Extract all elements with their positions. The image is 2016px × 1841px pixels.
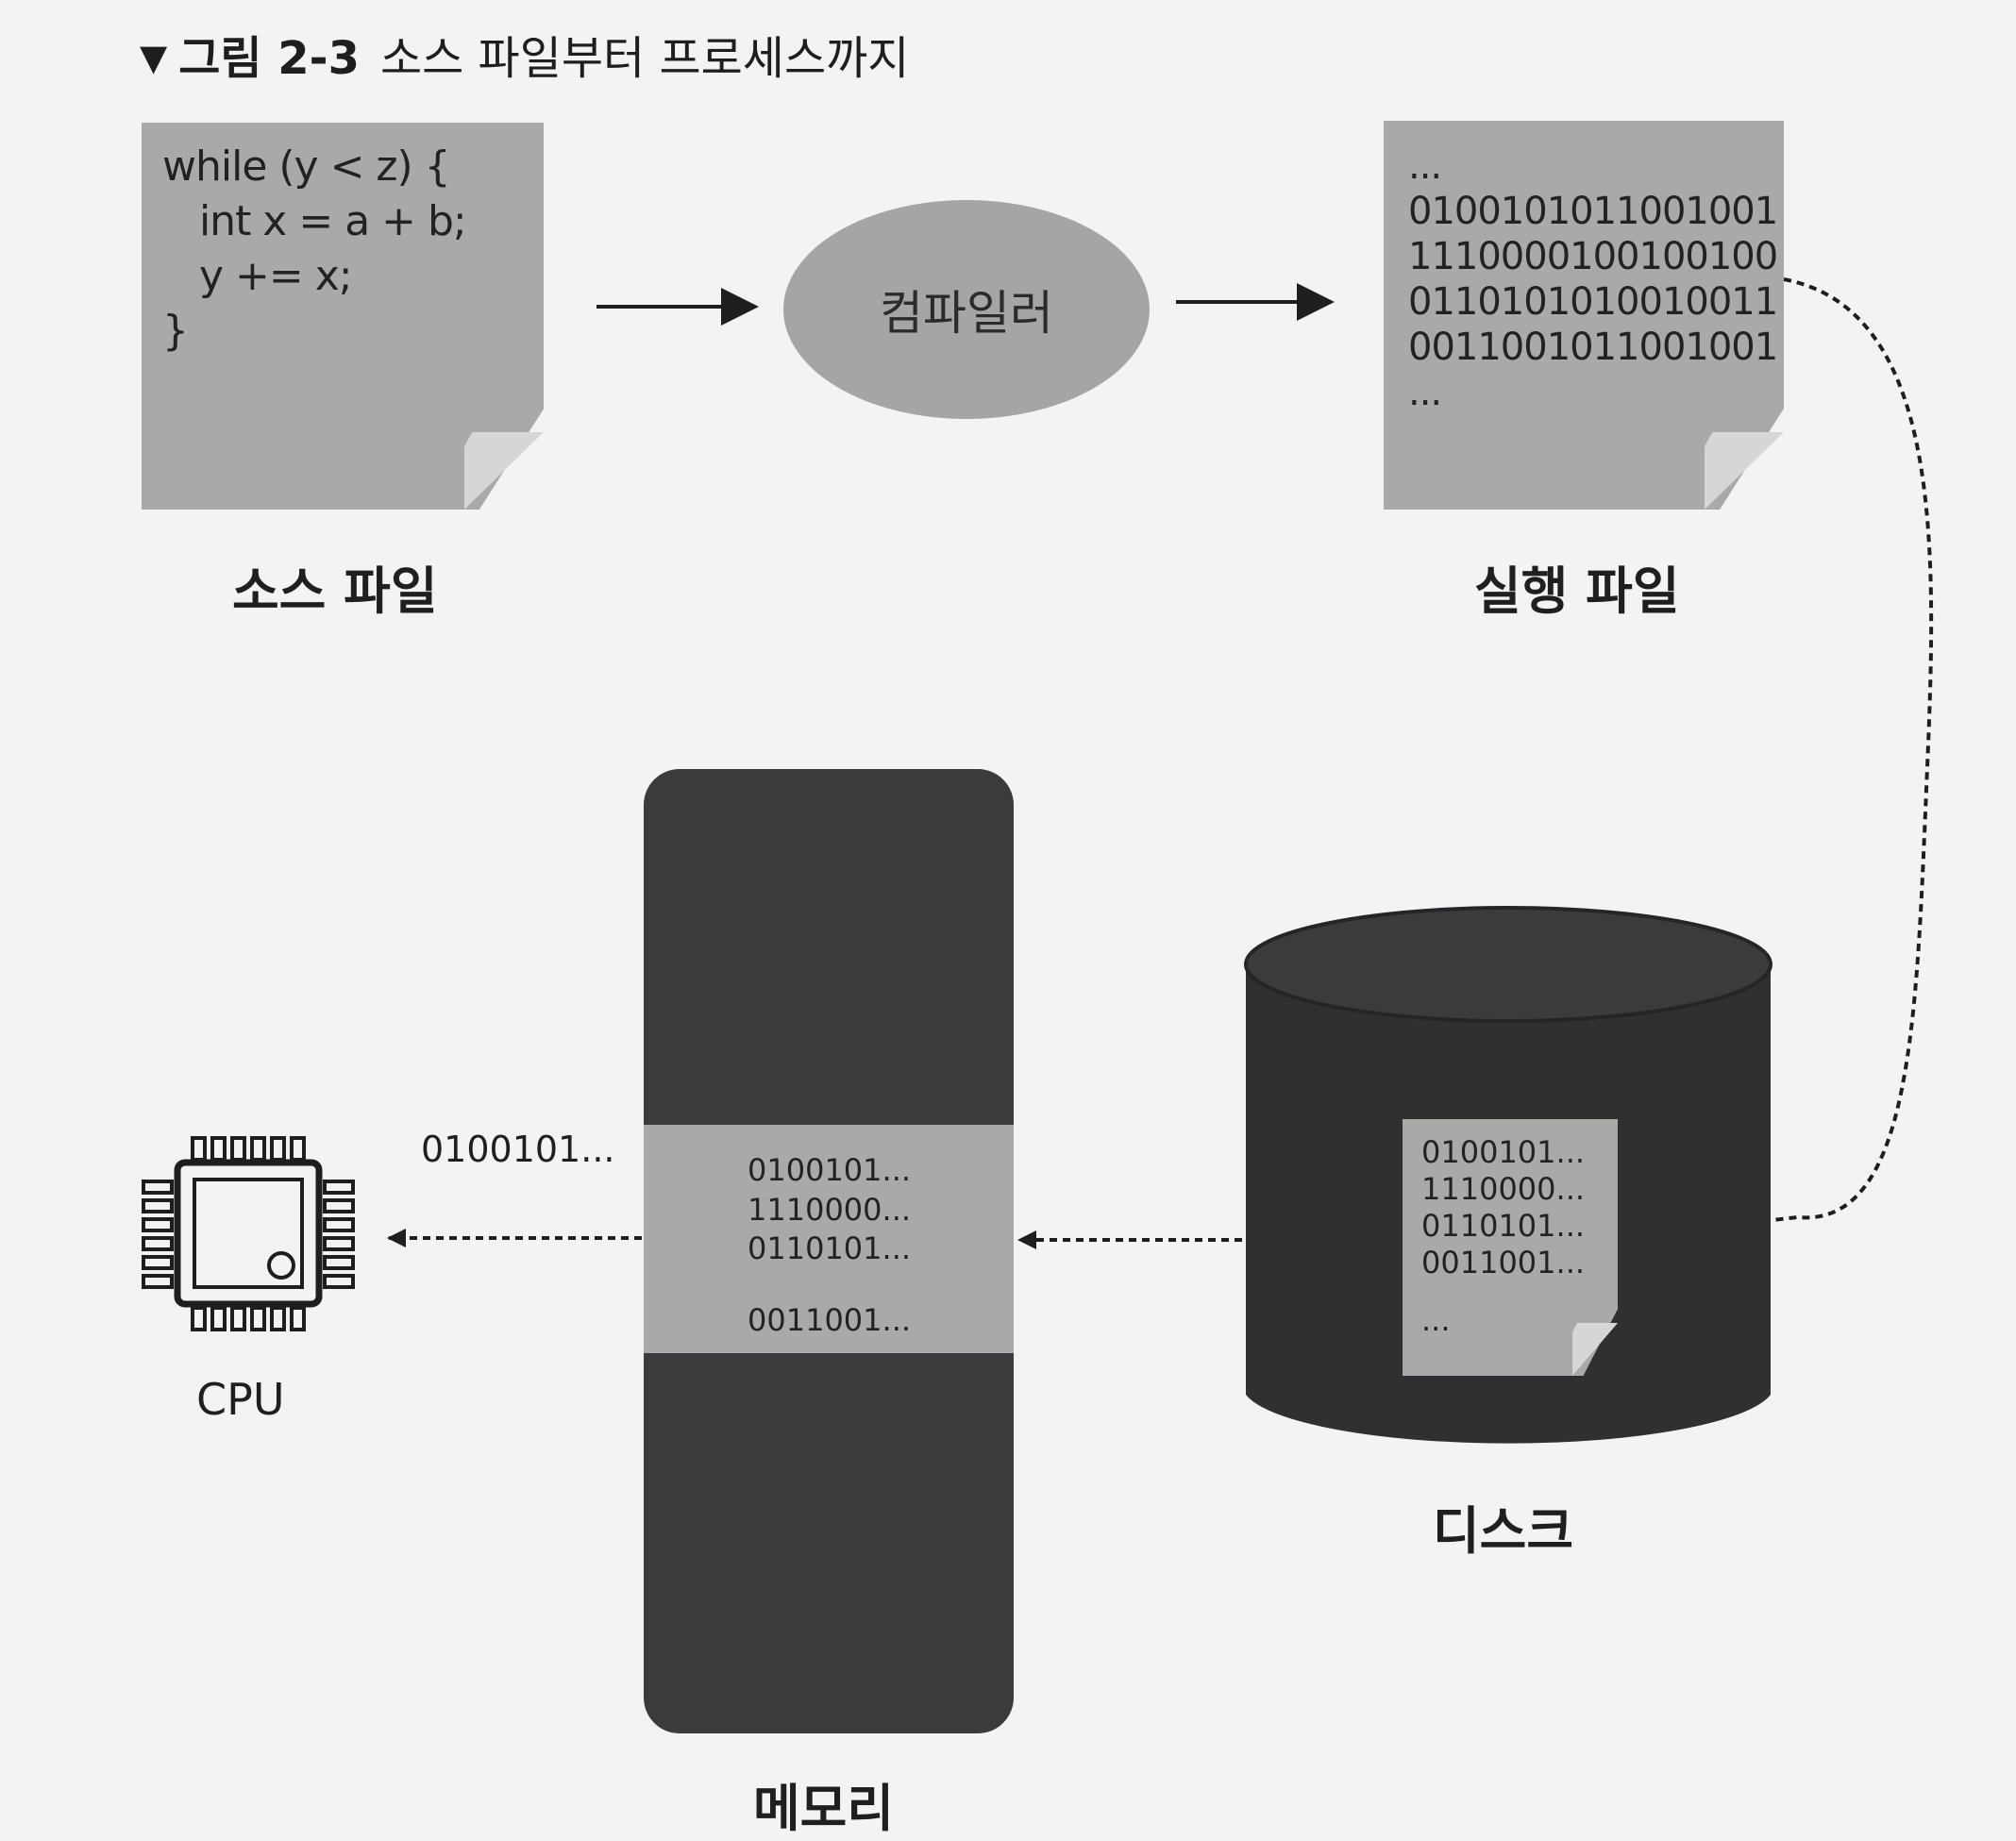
- source-code: while (y < z) { int x = a + b; y += x;}: [162, 140, 467, 359]
- binary-line: 1110000100100100: [1408, 235, 1778, 278]
- binary-line: 1110000...: [748, 1191, 912, 1228]
- compiler-ellipse: 컴파일러: [783, 200, 1150, 419]
- figure-number: 그림 2-3: [178, 32, 360, 85]
- binary-line: 0011001...: [748, 1301, 912, 1338]
- binary-line: 0110101...: [1421, 1208, 1586, 1245]
- binary-line: 0011001011001001: [1408, 326, 1778, 369]
- caption-marker: ▼: [140, 37, 168, 78]
- binary-line: ...: [1408, 371, 1442, 414]
- memory-block: 0100101...1110000...0110101... 0011001...: [644, 769, 1014, 1733]
- binary-line: 1110000...: [1421, 1171, 1586, 1208]
- code-line: y += x;: [162, 252, 353, 301]
- memory-label: 메모리: [753, 1779, 895, 1838]
- figure-caption: ▼그림 2-3 소스 파일부터 프로세스까지: [140, 21, 909, 87]
- binary-line: ...: [1408, 144, 1442, 188]
- binary-line: 0110101010010011: [1408, 280, 1778, 324]
- executable-file-label: 실행 파일: [1474, 561, 1680, 621]
- compiler-label: 컴파일러: [880, 286, 1053, 341]
- code-line: }: [162, 307, 189, 356]
- binary-line: 0100101...: [748, 1152, 912, 1188]
- code-line: int x = a + b;: [162, 197, 467, 246]
- memory-loaded-region: 0100101...1110000...0110101... 0011001...: [644, 1125, 1014, 1353]
- memory-binary: 0100101...1110000...0110101... 0011001...: [748, 1151, 911, 1340]
- binary-line: 0100101...: [1421, 1134, 1586, 1170]
- binary-ellipsis: ...: [1421, 1302, 1451, 1339]
- figure-title: 소스 파일부터 프로세스까지: [379, 32, 910, 85]
- binary-line: 0011001...: [1421, 1245, 1586, 1281]
- cpu-incoming-data: 0100101...: [421, 1129, 615, 1170]
- disk-file-binary: 0100101...1110000...0110101...0011001...…: [1421, 1134, 1585, 1339]
- source-file-label: 소스 파일: [232, 561, 438, 621]
- cpu-chip-icon: [142, 1136, 355, 1331]
- cpu-label: CPU: [196, 1374, 285, 1425]
- binary-line: 0100101011001001: [1408, 190, 1778, 233]
- binary-line: 0110101...: [748, 1230, 912, 1267]
- disk-label: 디스크: [1433, 1501, 1574, 1561]
- code-line: while (y < z) {: [162, 142, 451, 191]
